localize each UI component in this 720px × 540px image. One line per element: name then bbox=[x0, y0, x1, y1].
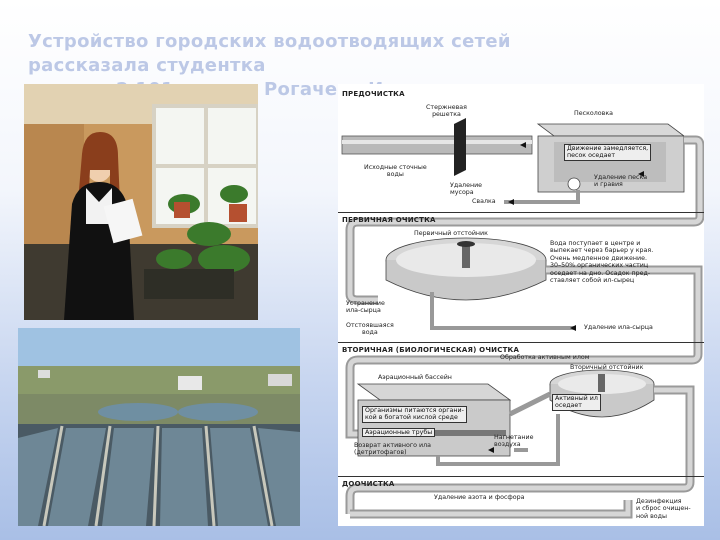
section-secondary-treatment: ВТОРИЧНАЯ (БИОЛОГИЧЕСКАЯ) ОЧИСТКА bbox=[342, 346, 519, 354]
label-secondary-settler: Вторичный отстойник bbox=[570, 364, 643, 371]
label-organisms: Организмы питаются органи-кой в богатой … bbox=[362, 406, 467, 423]
label-slowdown: Движение замедляется,песок оседает bbox=[564, 144, 651, 161]
section-divider bbox=[338, 212, 704, 213]
treatment-plant-photo bbox=[18, 328, 300, 526]
section-post-treatment: ДООЧИСТКА bbox=[342, 480, 395, 488]
title-line-1: Устройство городских водоотводящих сетей bbox=[28, 30, 588, 54]
section-divider bbox=[338, 342, 704, 343]
label-aeration-pipes: Аэрационные трубы bbox=[362, 428, 435, 437]
section-primary-treatment: ПЕРВИЧНАЯ ОЧИСТКА bbox=[342, 216, 436, 224]
title-line-2: рассказала студентка bbox=[28, 54, 588, 78]
label-return-sludge: Возврат активного ила(детритофагов) bbox=[354, 442, 431, 457]
section-divider bbox=[338, 476, 704, 477]
label-activated-sludge-treatment: Обработка активным илом bbox=[500, 354, 589, 361]
section-pre-treatment: ПРЕДОЧИСТКА bbox=[342, 90, 405, 98]
wastewater-treatment-diagram: ПРЕДОЧИСТКА ПЕРВИЧНАЯ ОЧИСТКА ВТОРИЧНАЯ … bbox=[338, 84, 704, 526]
label-landfill: Свалка bbox=[472, 198, 496, 205]
label-aeration-basin: Аэрационный бассейн bbox=[378, 374, 452, 381]
label-primary-settler: Первичный отстойник bbox=[414, 230, 488, 237]
label-sludge-removal: Удаление ила-сырца bbox=[584, 324, 653, 331]
label-grit-chamber: Песколовка bbox=[574, 110, 613, 117]
label-nitrogen-removal: Удаление азота и фосфора bbox=[434, 494, 525, 501]
student-photo bbox=[24, 84, 258, 320]
